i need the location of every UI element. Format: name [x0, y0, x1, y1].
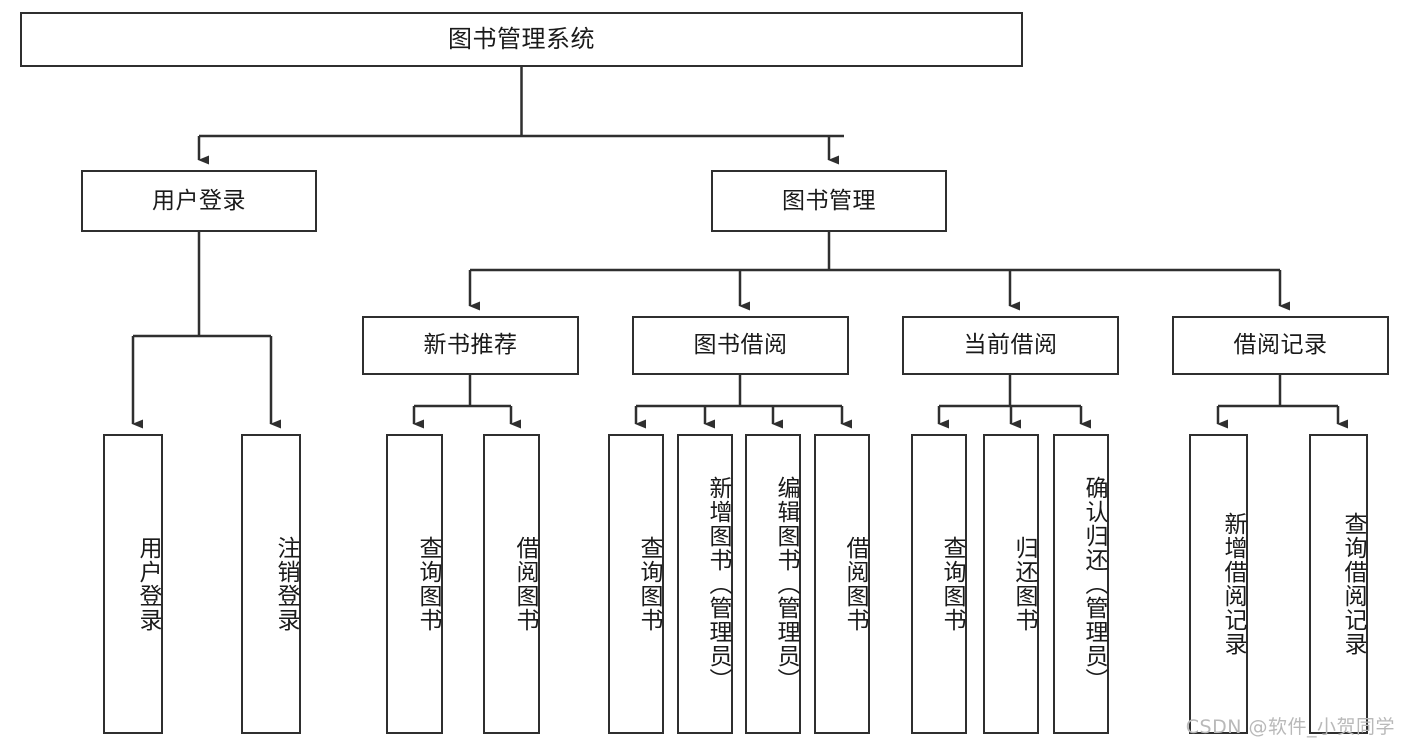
node-label: 查询图书: [636, 536, 662, 632]
node-leaf-query-book-2[interactable]: 查询图书: [608, 434, 664, 734]
node-book-borrow[interactable]: 图书借阅: [632, 316, 849, 375]
node-label: 注销登录: [273, 536, 299, 632]
node-label: 借阅图书: [512, 536, 538, 632]
node-label: 用户登录: [135, 536, 161, 632]
node-root[interactable]: 图书管理系统: [20, 12, 1023, 67]
node-label: 确认归还（管理员）: [1081, 476, 1107, 692]
node-book-manage[interactable]: 图书管理: [711, 170, 947, 232]
node-leaf-query-book-1[interactable]: 查询图书: [386, 434, 443, 734]
node-label: 图书管理系统: [448, 24, 595, 53]
node-leaf-borrow-book-2[interactable]: 借阅图书: [814, 434, 870, 734]
node-new-book-recommend[interactable]: 新书推荐: [362, 316, 579, 375]
node-label: 当前借阅: [963, 332, 1058, 359]
node-label: 查询图书: [939, 536, 965, 632]
node-label: 新书推荐: [423, 332, 518, 359]
node-leaf-logout[interactable]: 注销登录: [241, 434, 301, 734]
node-leaf-add-book[interactable]: 新增图书（管理员）: [677, 434, 733, 734]
node-leaf-query-book-3[interactable]: 查询图书: [911, 434, 967, 734]
node-label: 图书借阅: [693, 332, 788, 359]
node-leaf-return-book[interactable]: 归还图书: [983, 434, 1039, 734]
node-leaf-user-login[interactable]: 用户登录: [103, 434, 163, 734]
node-label: 编辑图书（管理员）: [773, 476, 799, 692]
node-label: 新增借阅记录: [1220, 512, 1246, 656]
node-current-borrow[interactable]: 当前借阅: [902, 316, 1119, 375]
node-leaf-confirm-return[interactable]: 确认归还（管理员）: [1053, 434, 1109, 734]
node-borrow-record[interactable]: 借阅记录: [1172, 316, 1389, 375]
node-label: 查询借阅记录: [1340, 512, 1366, 656]
node-leaf-add-record[interactable]: 新增借阅记录: [1189, 434, 1248, 734]
node-label: 新增图书（管理员）: [705, 476, 731, 692]
node-label: 归还图书: [1011, 536, 1037, 632]
node-label: 查询图书: [415, 536, 441, 632]
node-label: 图书管理: [782, 187, 876, 214]
node-leaf-query-record[interactable]: 查询借阅记录: [1309, 434, 1368, 734]
node-label: 借阅图书: [842, 536, 868, 632]
node-leaf-edit-book[interactable]: 编辑图书（管理员）: [745, 434, 801, 734]
node-user-login[interactable]: 用户登录: [81, 170, 317, 232]
node-label: 借阅记录: [1233, 332, 1328, 359]
node-label: 用户登录: [152, 187, 246, 214]
node-leaf-borrow-book-1[interactable]: 借阅图书: [483, 434, 540, 734]
